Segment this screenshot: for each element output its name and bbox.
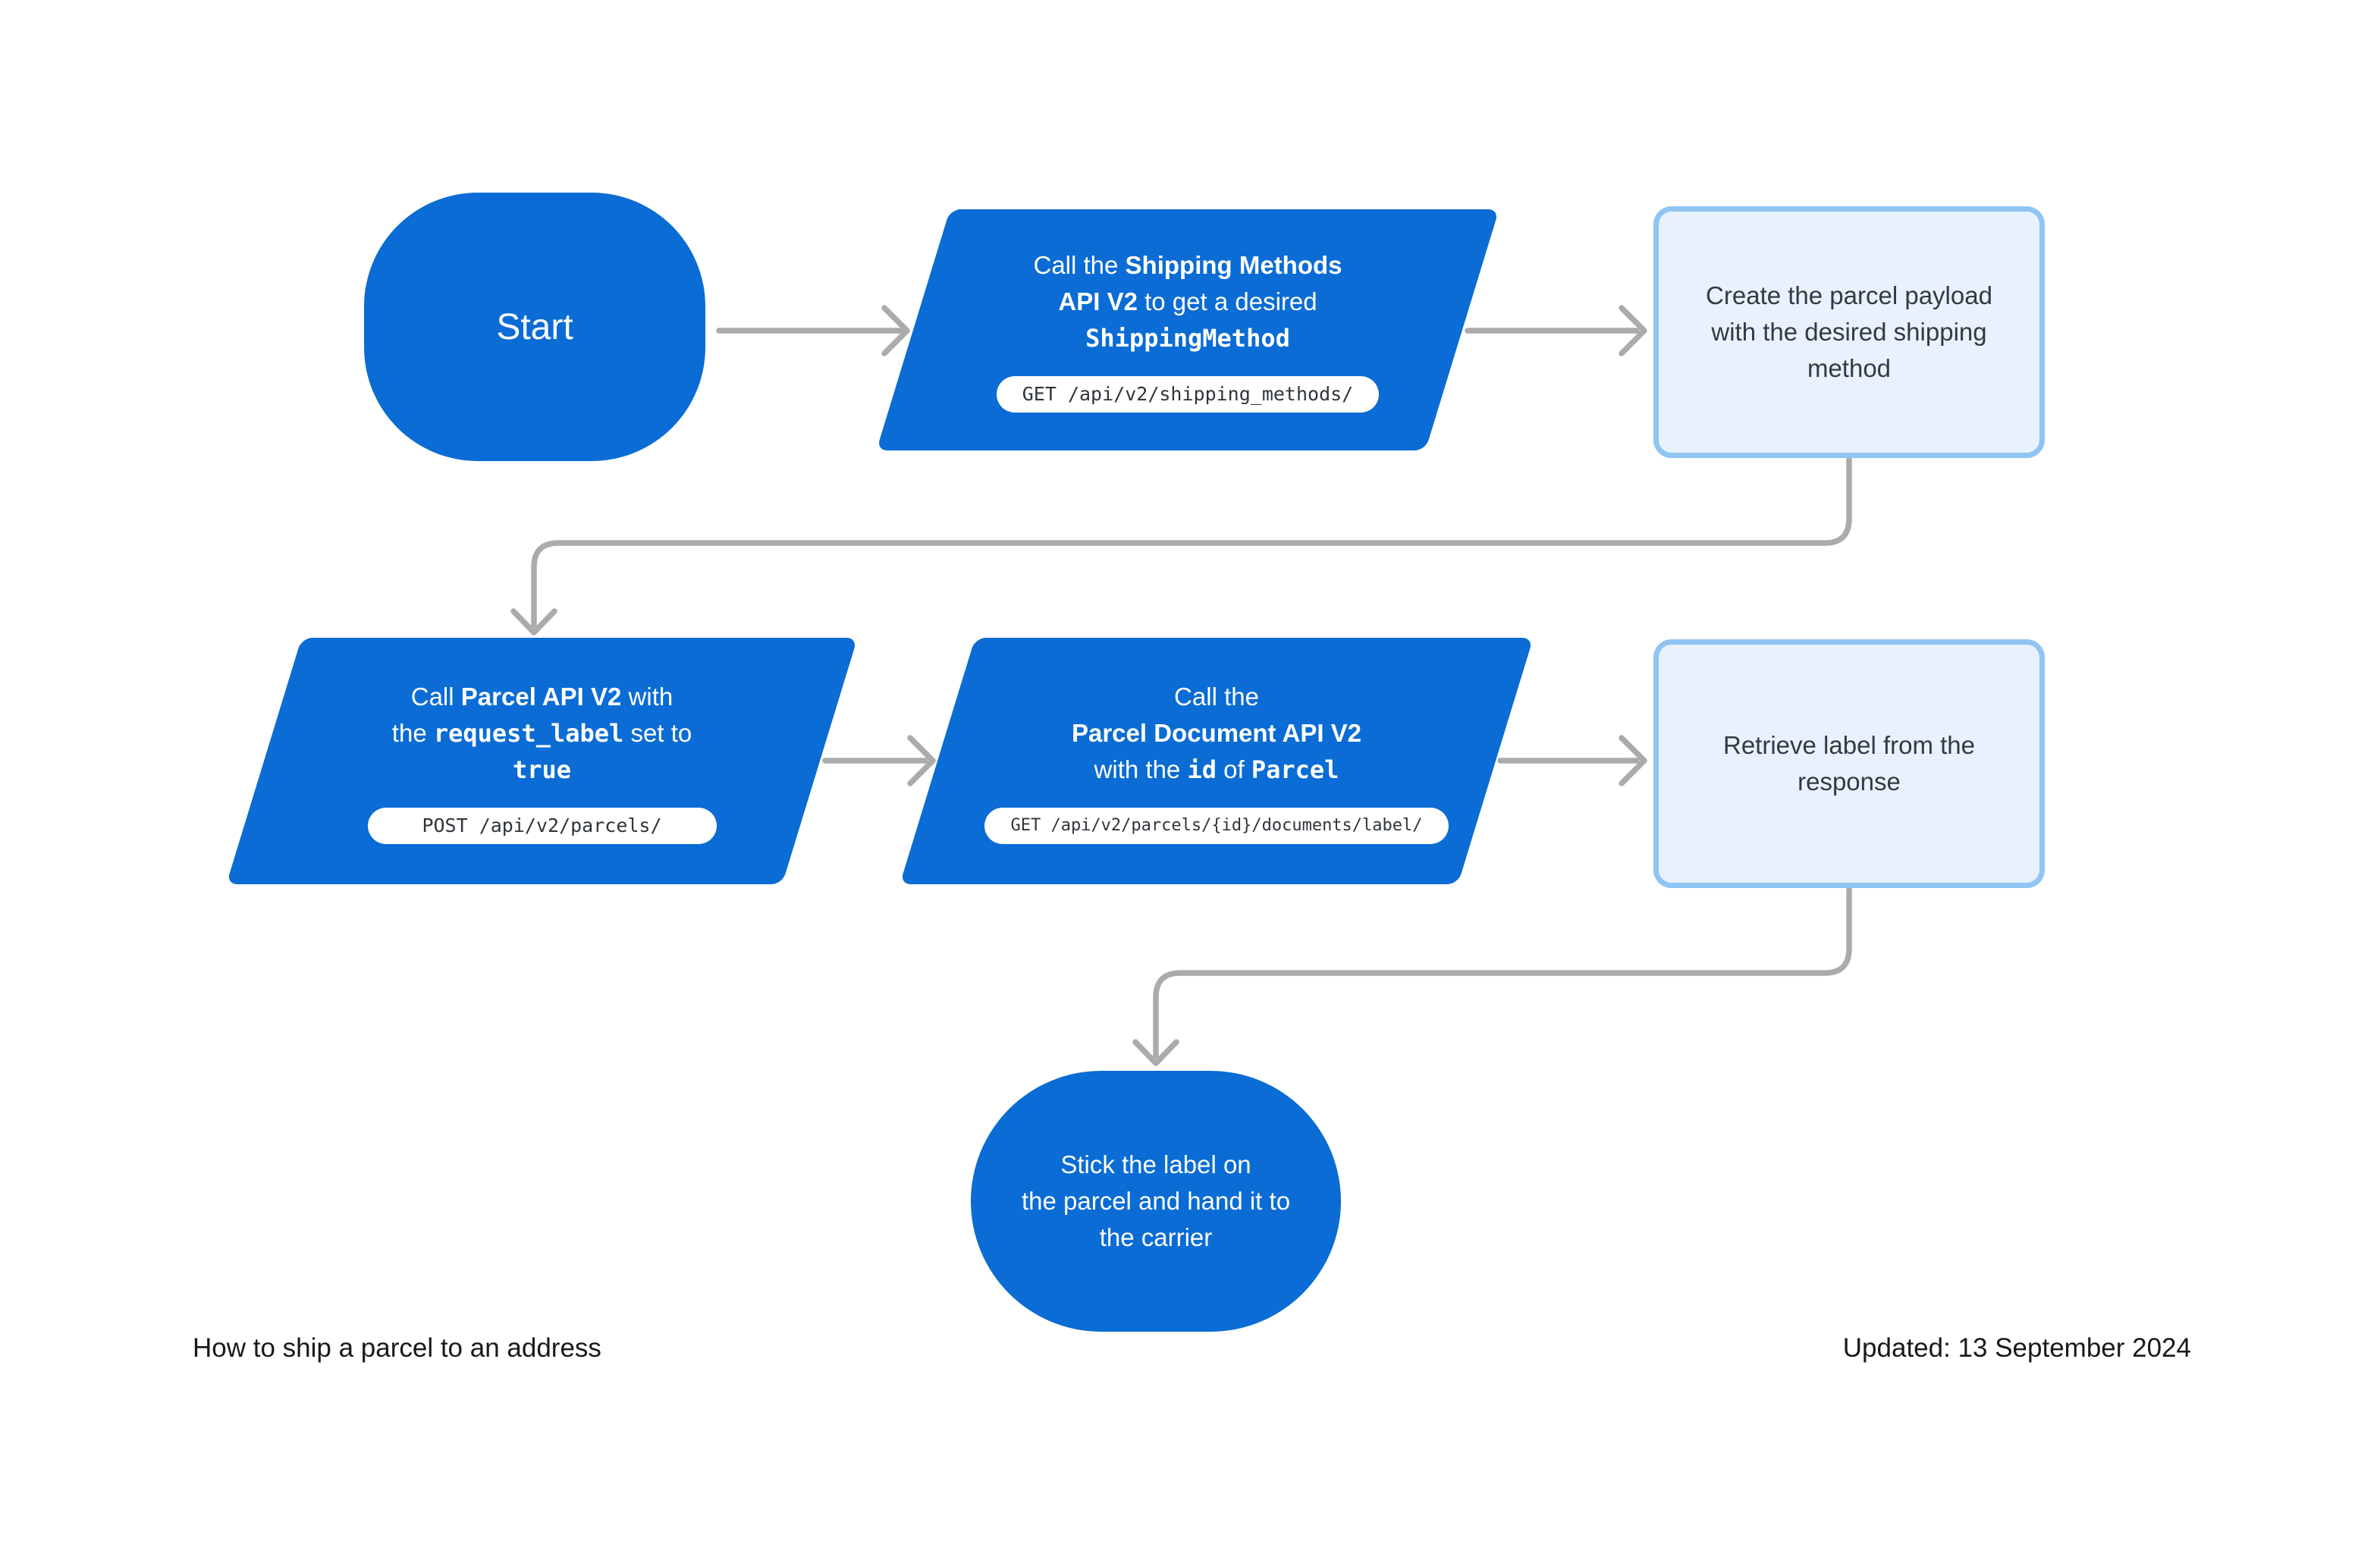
parcel-endpoint-pill: POST /api/v2/parcels/ — [367, 807, 717, 844]
shipping-methods-endpoint-pill: GET /api/v2/shipping_methods/ — [996, 376, 1380, 413]
arrowhead-create-payload-to-parcel-api — [510, 608, 557, 636]
start-node: Start — [364, 193, 705, 461]
parcel-document-endpoint-pill: GET /api/v2/parcels/{id}/documents/label… — [984, 807, 1449, 844]
updated-date: Updated: 13 September 2024 — [1842, 1333, 2191, 1363]
connector-create-payload-to-parcel-api — [531, 457, 1852, 628]
diagram-title: How to ship a parcel to an address — [193, 1333, 601, 1363]
arrowhead-shipping-methods-to-create-payload — [1619, 305, 1647, 356]
arrowhead-parcel-api-to-parcel-document — [907, 735, 936, 786]
arrowhead-parcel-document-to-retrieve-label — [1619, 735, 1647, 786]
connector-retrieve-label-to-end — [1153, 887, 1852, 1059]
arrowhead-retrieve-label-to-end — [1132, 1039, 1179, 1066]
arrowhead-start-to-shipping-methods — [881, 305, 910, 356]
start-label: Start — [496, 306, 573, 347]
